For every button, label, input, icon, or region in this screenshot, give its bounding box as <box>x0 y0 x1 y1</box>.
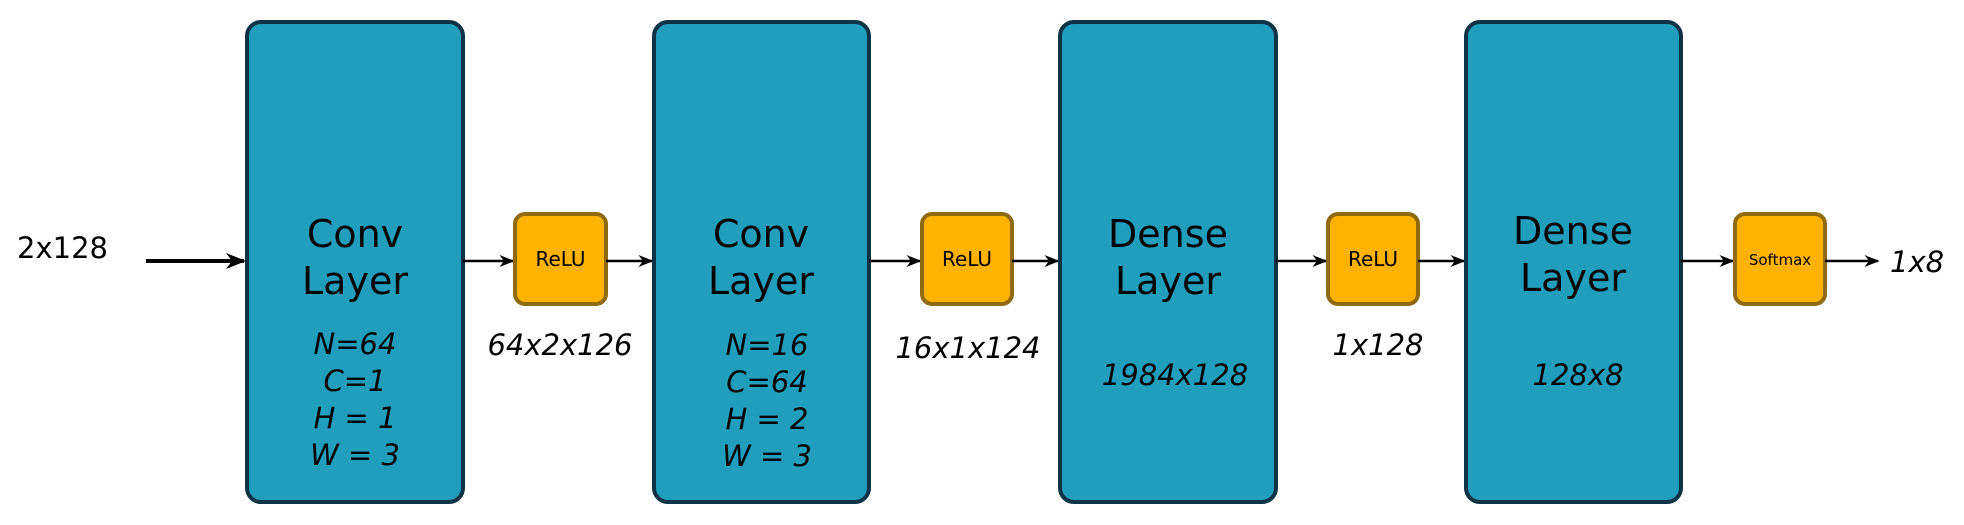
layer-4-title-line-1: Dense <box>1513 209 1633 253</box>
layer-2-param-1: N=16 <box>726 328 809 362</box>
layer-1-param-3: H = 1 <box>314 401 397 435</box>
layer-1-param-2: C=1 <box>324 364 387 398</box>
activation-3-output-shape: 1x128 <box>1333 328 1424 362</box>
activation-2: ReLU <box>920 212 1014 306</box>
activation-3-label: ReLU <box>1348 247 1398 271</box>
layer-4-title-line-2: Layer <box>1520 256 1626 300</box>
layer-3: Dense Layer 1984x128 <box>1058 20 1278 504</box>
activation-2-output-shape: 16x1x124 <box>895 331 1040 365</box>
activation-2-box <box>920 212 1014 306</box>
layer-4: Dense Layer 128x8 <box>1464 20 1683 504</box>
activation-3: ReLU <box>1326 212 1420 306</box>
layer-2-param-2: C=64 <box>726 365 807 399</box>
activation-1-output-shape: 64x2x126 <box>487 328 632 362</box>
activation-4-label: Softmax <box>1749 251 1811 269</box>
activation-4-box <box>1733 212 1827 306</box>
layer-2-param-4: W = 3 <box>722 439 812 473</box>
layer-1: Conv Layer N=64 C=1 H = 1 W = 3 <box>245 20 465 504</box>
layer-1-title-line-1: Conv <box>307 212 403 256</box>
activation-1-label: ReLU <box>535 247 585 271</box>
layer-1-param-1: N=64 <box>314 327 397 361</box>
layer-3-title-line-2: Layer <box>1115 259 1221 303</box>
layer-3-param-1: 1984x128 <box>1102 358 1248 392</box>
layer-2: Conv Layer N=16 C=64 H = 2 W = 3 <box>652 20 871 504</box>
layer-2-title-line-1: Conv <box>713 212 809 256</box>
layer-4-param-1: 128x8 <box>1533 358 1624 392</box>
layer-3-title-line-1: Dense <box>1108 212 1228 256</box>
activation-3-box <box>1326 212 1420 306</box>
output-shape-label: 1x8 <box>1890 245 1944 279</box>
layer-1-title-line-2: Layer <box>302 259 408 303</box>
activation-1-box <box>513 212 608 306</box>
layer-2-title-line-2: Layer <box>708 259 814 303</box>
activation-2-label: ReLU <box>942 247 992 271</box>
layer-2-param-3: H = 2 <box>726 402 809 436</box>
layer-1-param-4: W = 3 <box>310 438 400 472</box>
activation-1: ReLU <box>513 212 608 306</box>
activation-4: Softmax <box>1733 212 1827 306</box>
input-shape-label: 2x128 <box>17 231 108 265</box>
